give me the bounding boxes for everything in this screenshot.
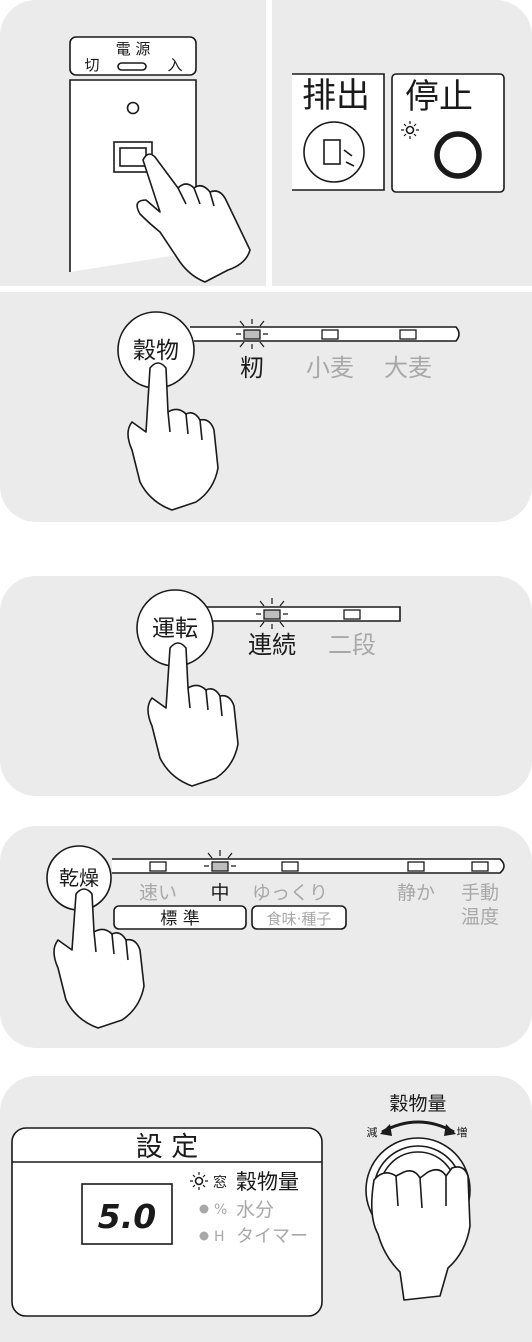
drying-standard-label: 標 準 (160, 909, 199, 929)
operation-option-continuous: 連続 (248, 631, 296, 659)
drying-led-manual (471, 861, 489, 872)
power-on-label: 入 (167, 56, 182, 74)
power-label-plate (69, 36, 197, 76)
setting-lamp-lit-icon (190, 1172, 208, 1190)
power-indicator-lamp (126, 101, 140, 115)
drying-button-label: 乾燥 (59, 866, 99, 890)
operation-button-label: 運転 (152, 616, 198, 642)
stop-lamp-lit-icon (401, 121, 419, 139)
power-off-label: 切 (84, 56, 99, 74)
drying-led-fast (149, 861, 167, 872)
drying-option-manual: 手動 (461, 882, 499, 904)
stop-circle-icon (434, 131, 482, 179)
dial-direction-arc (381, 1120, 455, 1134)
hand-finger-lines (187, 687, 223, 717)
drying-led-lit-rays (204, 850, 236, 867)
grain-option-barley: 大麦 (384, 354, 432, 382)
grain-led-barley (399, 329, 417, 340)
hand-pointer-icon (147, 642, 239, 787)
drying-select-illustration: 速い 中 ゆっくり 静か 手動 温度 標 準 食味·種子 乾燥 (46, 845, 505, 1029)
setting-dial-illustration: 設 定 5.0 窓 穀物量 % 水分 H タイマー 穀物量 減 増 (11, 1093, 471, 1317)
setting-lamp-timer-icon (199, 1231, 209, 1241)
discharge-icon (323, 139, 341, 165)
dial-label: 穀物量 (389, 1093, 446, 1115)
grain-led-wheat (321, 329, 339, 340)
grain-led-rice (243, 329, 261, 340)
drying-option-slow: ゆっくり (252, 882, 328, 904)
setting-display (81, 1183, 173, 1245)
grain-option-rice: 籾 (240, 354, 264, 382)
drying-taste-bracket (251, 905, 347, 930)
stop-label: 停止 (405, 77, 473, 117)
hand-pointer-icon (136, 153, 251, 283)
drying-led-slow (281, 861, 299, 872)
hand-finger-lines (93, 931, 129, 961)
hand-finger-lines (167, 411, 203, 441)
setting-title: 設 定 (136, 1132, 199, 1163)
drying-led-medium (211, 861, 229, 872)
drying-option-medium: 中 (210, 882, 229, 904)
drying-led-strip (112, 858, 505, 874)
operation-option-two-stage: 二段 (328, 631, 376, 659)
grain-button-label: 穀物 (133, 338, 179, 364)
operation-select-illustration: 連続 二段 運転 (136, 589, 401, 787)
hand-finger-lines (177, 187, 215, 207)
dial-increase-label: 増 (457, 1126, 468, 1139)
operation-led-strip (205, 606, 401, 622)
grain-led-lit-rays (236, 319, 268, 349)
drying-option-quiet: 静か (397, 882, 435, 904)
setting-row-label-grain: 穀物量 (236, 1170, 299, 1194)
power-switch-illustration: 電 源 切 入 (69, 36, 251, 283)
discharge-icon-arrows (343, 149, 355, 167)
operation-led-continuous (263, 609, 281, 620)
drying-taste-label: 食味·種子 (267, 910, 332, 928)
power-switch-symbol (117, 62, 147, 71)
stop-button-illustration: 排出 停止 (292, 73, 505, 193)
grain-select-illustration: 籾 小麦 大麦 穀物 (117, 311, 460, 511)
setting-row-unit-moisture: % (214, 1202, 227, 1218)
setting-row-unit-timer: H (214, 1229, 225, 1245)
setting-lamp-moisture-icon (199, 1204, 209, 1214)
setting-display-value: 5.0 (98, 1197, 156, 1236)
dial-direction-arrows-icon (380, 1124, 456, 1136)
drying-led-quiet (407, 861, 425, 872)
hand-finger-lines (395, 1175, 447, 1209)
power-label-top: 電 源 (116, 40, 151, 58)
power-rocker-inner (119, 147, 147, 167)
dial-decrease-label: 減 (367, 1125, 378, 1139)
setting-row-unit-grain: 窓 (213, 1174, 227, 1191)
hand-pointer-icon (127, 362, 219, 511)
setting-row-label-moisture: 水分 (236, 1199, 274, 1221)
hand-pointer-icon (53, 888, 145, 1029)
drying-standard-bracket (113, 905, 247, 930)
operation-led-lit-rays (256, 598, 288, 629)
drying-temperature-label: 温度 (461, 906, 499, 928)
discharge-label: 排出 (302, 76, 370, 116)
grain-option-wheat: 小麦 (306, 354, 354, 382)
operation-led-two-stage (343, 609, 361, 620)
setting-row-label-timer: タイマー (236, 1226, 308, 1247)
drying-option-fast: 速い (139, 882, 177, 904)
